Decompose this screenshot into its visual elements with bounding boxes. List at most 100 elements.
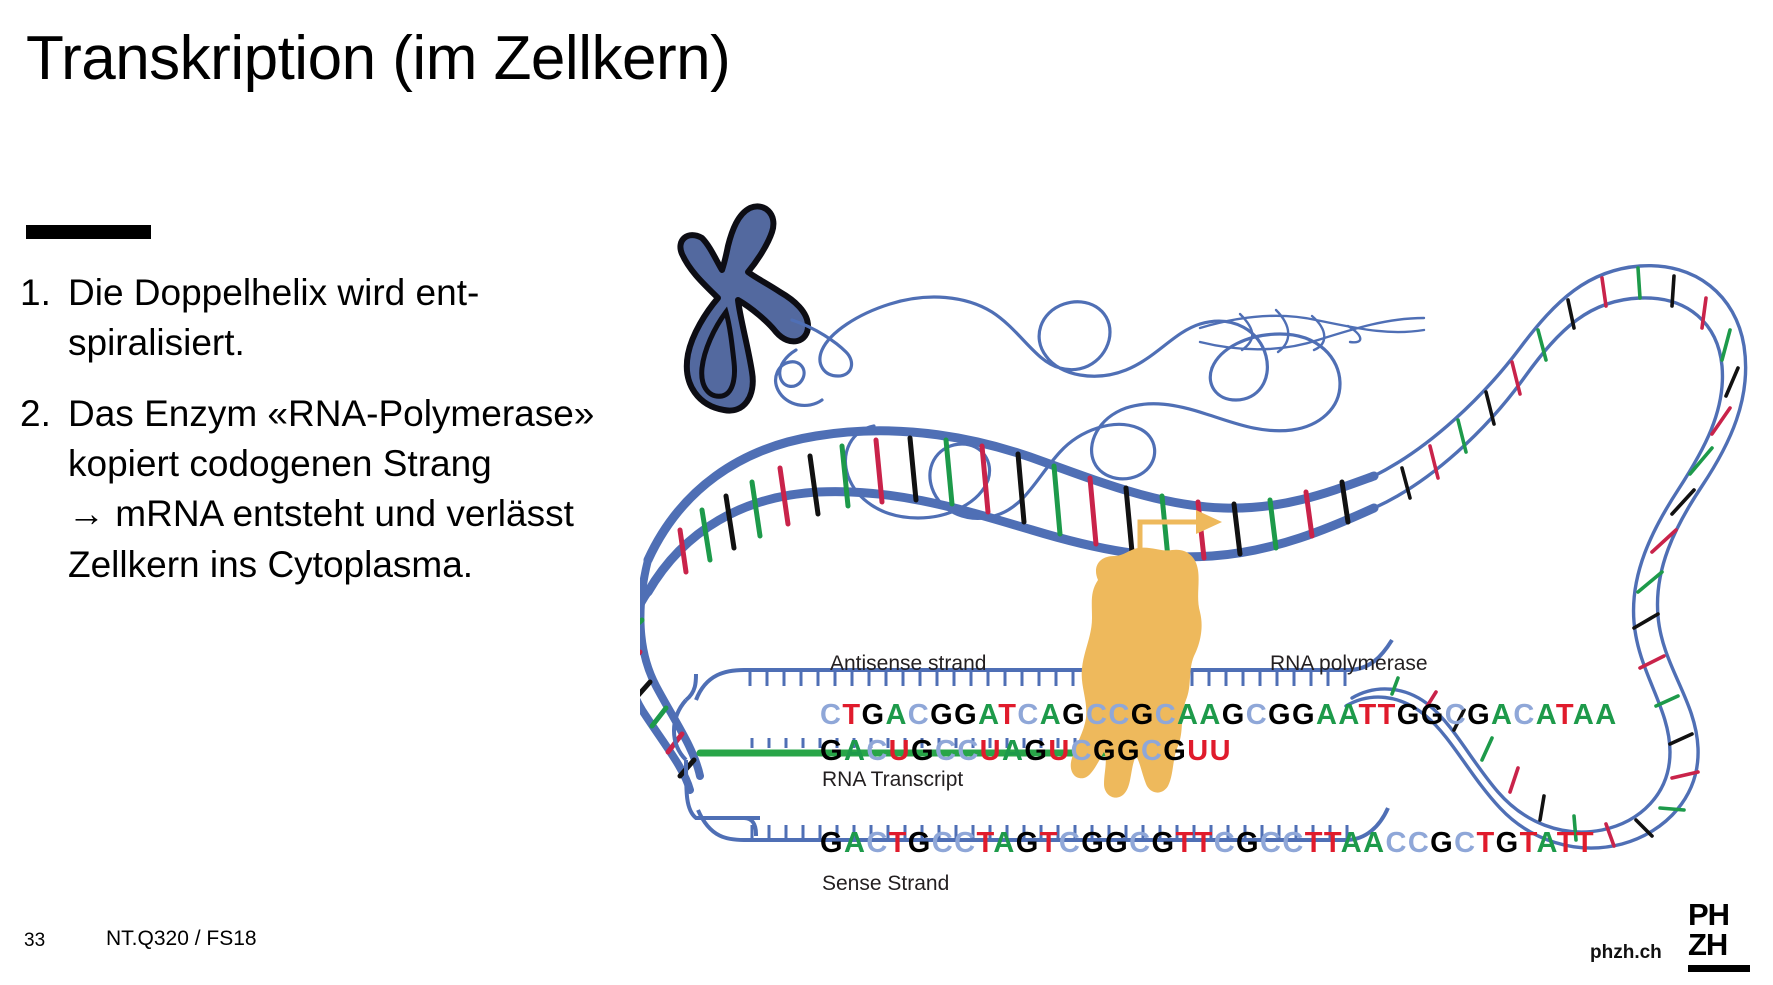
page-number: 33	[24, 930, 46, 951]
sequence-rna-transcript: GACUGCCUAGUCGGCGUU	[820, 737, 1232, 766]
sequence-antisense-strand: CTGACGGATCAGCCGCAAGCGGAATTGGCGACATAA	[820, 701, 1618, 730]
nucleotide-A: A	[1536, 827, 1557, 859]
list-item-line: Das Enzym «RNA-Polymerase»	[68, 392, 595, 434]
nucleotide-C: C	[907, 699, 931, 731]
nucleotide-C: C	[1058, 827, 1082, 859]
dna-supercoil-right	[1344, 264, 1748, 850]
nucleotide-A: A	[1039, 699, 1063, 731]
nucleotide-A: A	[1595, 699, 1618, 731]
nucleotide-C: C	[820, 699, 843, 731]
nucleotide-G: G	[911, 735, 935, 767]
phzh-logo: PH ZH	[1688, 897, 1758, 972]
nucleotide-T: T	[1575, 827, 1595, 859]
nucleotide-C: C	[957, 735, 980, 767]
nucleotide-G: G	[1062, 699, 1087, 731]
nucleotide-C: C	[1017, 699, 1040, 731]
nucleotide-G: G	[1163, 735, 1188, 767]
list-item-number: 2.	[20, 392, 51, 434]
list-item-text: Die Doppelhelix wird ent- spiralisiert.	[68, 268, 720, 369]
nucleotide-G: G	[1015, 827, 1040, 859]
nucleotide-T: T	[1556, 827, 1576, 859]
nucleotide-T: T	[1519, 827, 1537, 859]
transcription-diagram	[640, 200, 1773, 920]
nucleotide-T: T	[1194, 827, 1214, 859]
nucleotide-C: C	[1454, 827, 1477, 859]
nucleotide-G: G	[1268, 699, 1293, 731]
nucleotide-G: G	[1430, 827, 1455, 859]
nucleotide-C: C	[1108, 699, 1131, 731]
nucleotide-A: A	[1535, 699, 1556, 731]
label-rna-transcript: RNA Transcript	[822, 768, 964, 791]
nucleotide-A: A	[1491, 699, 1514, 731]
nucleotide-T: T	[1304, 827, 1324, 859]
logo-underline	[1688, 964, 1750, 972]
nucleotide-A: A	[1338, 699, 1359, 731]
nucleotide-C: C	[1154, 699, 1178, 731]
nucleotide-C: C	[1513, 699, 1536, 731]
nucleotide-T: T	[888, 827, 908, 859]
list-item-line: spiralisiert.	[68, 322, 245, 364]
nucleotide-G: G	[861, 699, 886, 731]
nucleotide-T: T	[998, 699, 1018, 731]
nucleotide-G: G	[930, 699, 955, 731]
dna-double-helix	[640, 264, 1748, 850]
nucleotide-T: T	[1358, 699, 1378, 731]
list-item-number: 1.	[20, 272, 51, 313]
nucleotide-C: C	[866, 827, 889, 859]
label-sense-strand: Sense Strand	[822, 872, 950, 895]
nucleotide-A: A	[1315, 699, 1339, 731]
bullet-list: 1. Die Doppelhelix wird ent- spiralisier…	[20, 268, 720, 610]
label-antisense-strand: Antisense strand	[830, 652, 987, 675]
nucleotide-T: T	[1555, 699, 1573, 731]
nucleotide-A: A	[885, 699, 908, 731]
sequence-sense-strand: GACTGCCTAGTCGGCGTTCGCCTTAACCGCTGTATT	[820, 829, 1595, 858]
nucleotide-C: C	[1086, 699, 1109, 731]
nucleotide-A: A	[1363, 827, 1386, 859]
nucleotide-A: A	[1199, 699, 1222, 731]
list-item: 1. Die Doppelhelix wird ent- spiralisier…	[20, 268, 720, 369]
nucleotide-T: T	[842, 699, 862, 731]
nucleotide-G: G	[1116, 735, 1141, 767]
nucleotide-G: G	[1420, 699, 1445, 731]
logo-line-zh: ZH	[1688, 927, 1728, 963]
nucleotide-G: G	[1151, 827, 1176, 859]
nucleotide-U: U	[1048, 735, 1071, 767]
dna-thin-linker	[1198, 308, 1426, 354]
nucleotide-C: C	[1407, 827, 1431, 859]
footer-course-code: NT.Q320 / FS18	[106, 927, 257, 950]
nucleotide-G: G	[1495, 827, 1520, 859]
page-title: Transkription (im Zellkern)	[26, 24, 731, 93]
nucleotide-T: T	[976, 827, 994, 859]
nucleotide-A: A	[978, 699, 999, 731]
nucleotide-C: C	[954, 827, 977, 859]
logo-line-ph: PH	[1688, 897, 1730, 932]
nucleotide-C: C	[1070, 735, 1093, 767]
nucleotide-G: G	[1093, 735, 1117, 767]
list-item-line: Zellkern ins Cytoplasma.	[68, 543, 474, 585]
nucleotide-G: G	[1467, 699, 1492, 731]
footer-website: phzh.ch	[1590, 942, 1662, 963]
nucleotide-G: G	[1105, 827, 1130, 859]
nucleotide-C: C	[1444, 699, 1468, 731]
nucleotide-C: C	[1129, 827, 1152, 859]
nucleotide-A: A	[843, 735, 867, 767]
nucleotide-G: G	[820, 735, 844, 767]
nucleotide-A: A	[1572, 699, 1596, 731]
nucleotide-U: U	[888, 735, 911, 767]
nucleotide-G: G	[1130, 699, 1155, 731]
transcription-diagram-svg	[640, 203, 1748, 850]
nucleotide-T: T	[1476, 827, 1496, 859]
nucleotide-T: T	[1039, 827, 1059, 859]
nucleotide-T: T	[1377, 699, 1397, 731]
nucleotide-C: C	[1282, 827, 1305, 859]
nucleotide-C: C	[1140, 735, 1164, 767]
nucleotide-C: C	[866, 735, 889, 767]
nucleotide-C: C	[1245, 699, 1269, 731]
nucleotide-A: A	[1177, 699, 1200, 731]
nucleotide-T: T	[1323, 827, 1341, 859]
rna-polymerase-icon	[1070, 510, 1222, 798]
nucleotide-T: T	[1175, 827, 1195, 859]
nucleotide-A: A	[993, 827, 1016, 859]
nucleotide-C: C	[1260, 827, 1283, 859]
